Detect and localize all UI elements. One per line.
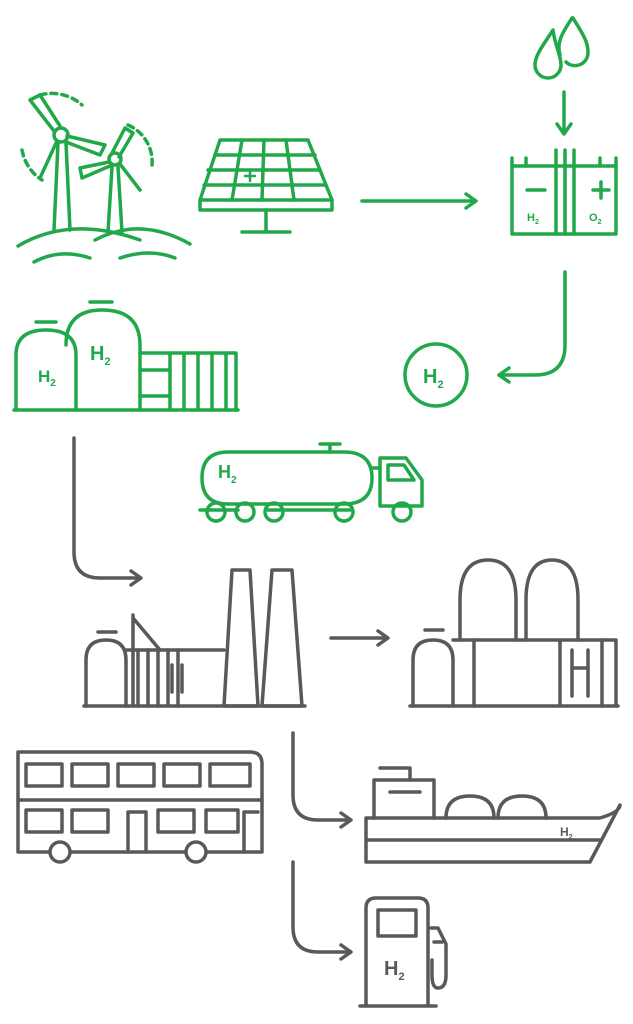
- truck-h2-label: H2: [218, 462, 237, 486]
- wind-turbines-icon: [16, 91, 192, 264]
- chemical-plant-icon: [408, 558, 620, 708]
- electrolyzer-icon: H2 O2: [510, 148, 618, 236]
- hydrogen-molecule-icon: H2: [403, 342, 469, 408]
- double-decker-bus-icon: [16, 750, 264, 864]
- arrow-plant-to-chemical: [329, 629, 390, 647]
- electrolyzer-h2-label: H2: [527, 212, 539, 226]
- storage-small-h2-label: H2: [38, 367, 56, 389]
- arrow-plant-to-pump: [291, 860, 353, 961]
- industrial-plant-icon: [82, 568, 307, 708]
- arrow-solar-to-electrolyzer: [360, 192, 478, 210]
- hydrogen-storage-icon: H2 H2: [12, 300, 240, 412]
- arrow-storage-to-plant: [72, 436, 143, 587]
- arrow-plant-to-ship: [291, 731, 353, 829]
- h2-circle-label: H2: [423, 366, 444, 391]
- pump-h2-label: H2: [384, 958, 405, 983]
- solar-panel-icon: [198, 138, 334, 234]
- arrow-electrolyzer-to-h2: [497, 270, 567, 384]
- water-drops-icon: [533, 16, 590, 80]
- arrow-water-to-electrolyzer: [555, 90, 573, 136]
- hydrogen-tanker-truck-icon: H2: [198, 442, 424, 523]
- electrolyzer-o2-label: O2: [589, 212, 602, 226]
- hydrogen-ship-icon: H2: [364, 766, 622, 864]
- storage-large-h2-label: H2: [90, 343, 111, 368]
- ship-h2-label: H2: [560, 825, 573, 841]
- hydrogen-fuel-pump-icon: H2: [358, 896, 448, 1008]
